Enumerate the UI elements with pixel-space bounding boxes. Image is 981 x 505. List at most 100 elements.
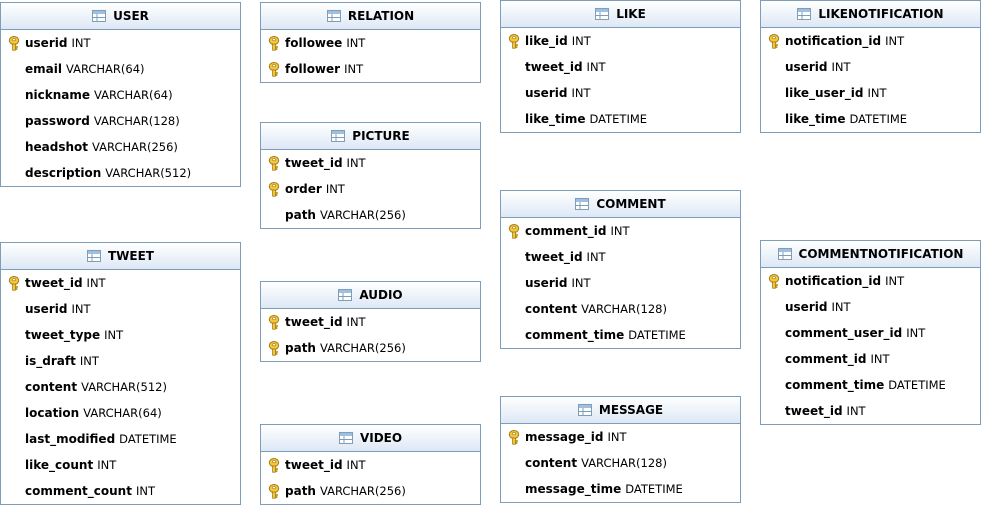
column-type: INT	[104, 328, 124, 342]
column-type: VARCHAR(256)	[319, 208, 406, 222]
table-header[interactable]: TWEET	[1, 243, 240, 270]
column-name: nickname	[25, 88, 91, 102]
table-title: VIDEO	[359, 431, 403, 445]
column-type: INT	[571, 34, 591, 48]
table-icon	[92, 10, 107, 22]
column-name: like_user_id	[785, 86, 864, 100]
column-name: tweet_id	[285, 315, 343, 329]
column-type: VARCHAR(64)	[94, 88, 173, 102]
table-header[interactable]: PICTURE	[261, 123, 480, 150]
column-type: VARCHAR(512)	[81, 380, 167, 394]
column-type: DATETIME	[888, 378, 946, 392]
table-header[interactable]: LIKE	[501, 1, 740, 28]
table-header[interactable]: COMMENTNOTIFICATION	[761, 241, 980, 268]
column-type: INT	[607, 430, 627, 444]
table-header[interactable]: AUDIO	[261, 282, 480, 309]
table-header[interactable]: VIDEO	[261, 425, 480, 452]
column-type: INT	[586, 60, 606, 74]
column-type: INT	[346, 36, 366, 50]
table-header[interactable]: MESSAGE	[501, 397, 740, 424]
column-name: comment_time	[785, 378, 885, 392]
column-name: description	[25, 166, 102, 180]
column-type: INT	[906, 326, 926, 340]
primary-key-icon	[508, 430, 520, 445]
table-header[interactable]: RELATION	[261, 3, 480, 30]
table-icon	[577, 404, 592, 416]
column-name: content	[525, 456, 578, 470]
column-type: VARCHAR(64)	[65, 62, 145, 76]
column-type: INT	[71, 302, 91, 316]
column-type: INT	[71, 36, 91, 50]
column-type: VARCHAR(64)	[83, 406, 162, 420]
table-header[interactable]: USER	[1, 3, 240, 30]
table-header[interactable]: LIKENOTIFICATION	[761, 1, 980, 28]
column-name: userid	[25, 36, 68, 50]
column-name: tweet_id	[285, 458, 343, 472]
table-header[interactable]: COMMENT	[501, 191, 740, 218]
column-name: last_modified	[25, 432, 116, 446]
column-name: followee	[285, 36, 343, 50]
column-name: message_id	[525, 430, 604, 444]
